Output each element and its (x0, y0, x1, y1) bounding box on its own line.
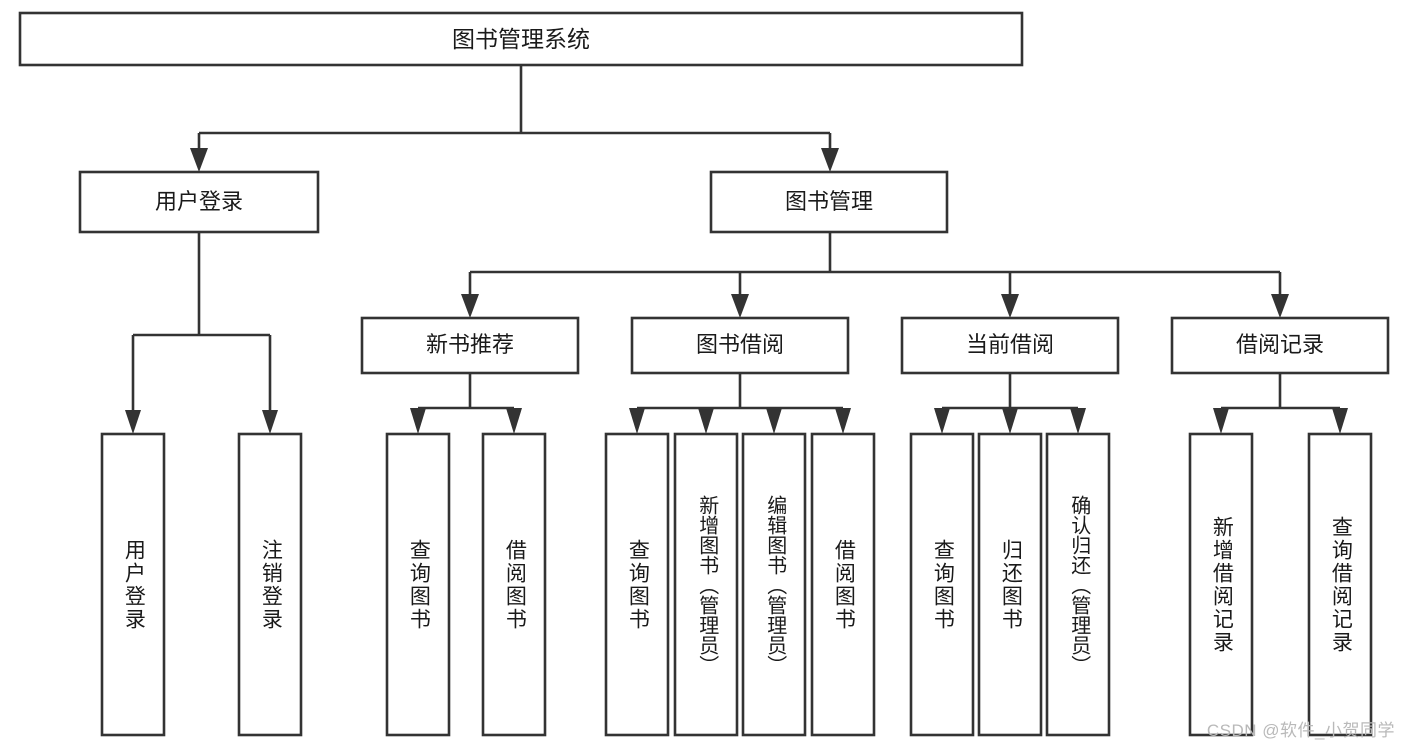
leaf-box-current-borrow-1[interactable] (909, 432, 975, 737)
arrow-to-new-book-icon (461, 294, 479, 318)
arrow-book-borrow-leaf3-icon (766, 408, 782, 434)
node-borrow-record-label: 借阅记录 (1236, 332, 1324, 357)
node-current-borrow-box (900, 316, 1120, 375)
leaf-box-book-borrow-2[interactable] (673, 432, 739, 737)
node-book-management[interactable]: 图书管理 (709, 170, 949, 234)
node-current-borrow-label: 当前借阅 (966, 332, 1054, 357)
node-book-management-box (709, 170, 949, 234)
leaf-box-user-login-1[interactable] (100, 432, 166, 737)
leaf-box-book-borrow-3[interactable] (741, 432, 807, 737)
node-borrow-record[interactable]: 借阅记录 (1170, 316, 1390, 375)
node-new-book-recommend-label: 新书推荐 (426, 332, 514, 357)
arrow-user-login-leaf1-icon (125, 410, 141, 434)
arrow-user-login-leaf2-icon (262, 410, 278, 434)
leaf-box-borrow-record-1[interactable] (1188, 432, 1254, 737)
node-root-system[interactable]: 图书管理系统 (18, 11, 1024, 67)
node-borrow-record-box (1170, 316, 1390, 375)
arrow-book-borrow-leaf4-icon (835, 408, 851, 434)
arrow-current-borrow-leaf2-icon (1002, 408, 1018, 434)
arrow-root-to-user-login-icon (190, 148, 208, 172)
node-user-login[interactable]: 用户登录 (78, 170, 320, 234)
arrow-current-borrow-leaf1-icon (934, 408, 950, 434)
arrow-to-borrow-record-icon (1271, 294, 1289, 318)
node-user-login-box (78, 170, 320, 234)
arrow-root-to-book-mgmt-icon (821, 148, 839, 172)
leaf-box-book-borrow-4[interactable] (810, 432, 876, 737)
node-book-borrow-label: 图书借阅 (696, 332, 784, 357)
node-book-management-label: 图书管理 (785, 189, 873, 214)
arrow-book-borrow-leaf1-icon (629, 408, 645, 434)
arrow-book-borrow-leaf2-icon (698, 408, 714, 434)
node-root-system-box (18, 11, 1024, 67)
leaf-box-new-book-2[interactable] (481, 432, 547, 737)
node-new-book-recommend-box (360, 316, 580, 375)
leaf-box-borrow-record-2[interactable] (1307, 432, 1373, 737)
node-book-borrow-box (630, 316, 850, 375)
arrow-new-book-leaf2-icon (506, 408, 522, 434)
leaf-box-user-login-2[interactable] (237, 432, 303, 737)
leaf-box-current-borrow-2[interactable] (977, 432, 1043, 737)
arrow-new-book-leaf1-icon (410, 408, 426, 434)
leaf-box-current-borrow-3[interactable] (1045, 432, 1111, 737)
arrow-to-current-borrow-icon (1001, 294, 1019, 318)
leaf-box-book-borrow-1[interactable] (604, 432, 670, 737)
node-new-book-recommend[interactable]: 新书推荐 (360, 316, 580, 375)
node-user-login-label: 用户登录 (155, 189, 243, 214)
arrow-borrow-record-leaf2-icon (1332, 408, 1348, 434)
arrow-to-book-borrow-icon (731, 294, 749, 318)
leaf-box-new-book-1[interactable] (385, 432, 451, 737)
arrow-current-borrow-leaf3-icon (1070, 408, 1086, 434)
node-book-borrow[interactable]: 图书借阅 (630, 316, 850, 375)
arrow-borrow-record-leaf1-icon (1213, 408, 1229, 434)
node-current-borrow[interactable]: 当前借阅 (900, 316, 1120, 375)
watermark-text: CSDN @软件_小贺同学 (1206, 721, 1395, 740)
node-root-system-label: 图书管理系统 (452, 26, 590, 52)
